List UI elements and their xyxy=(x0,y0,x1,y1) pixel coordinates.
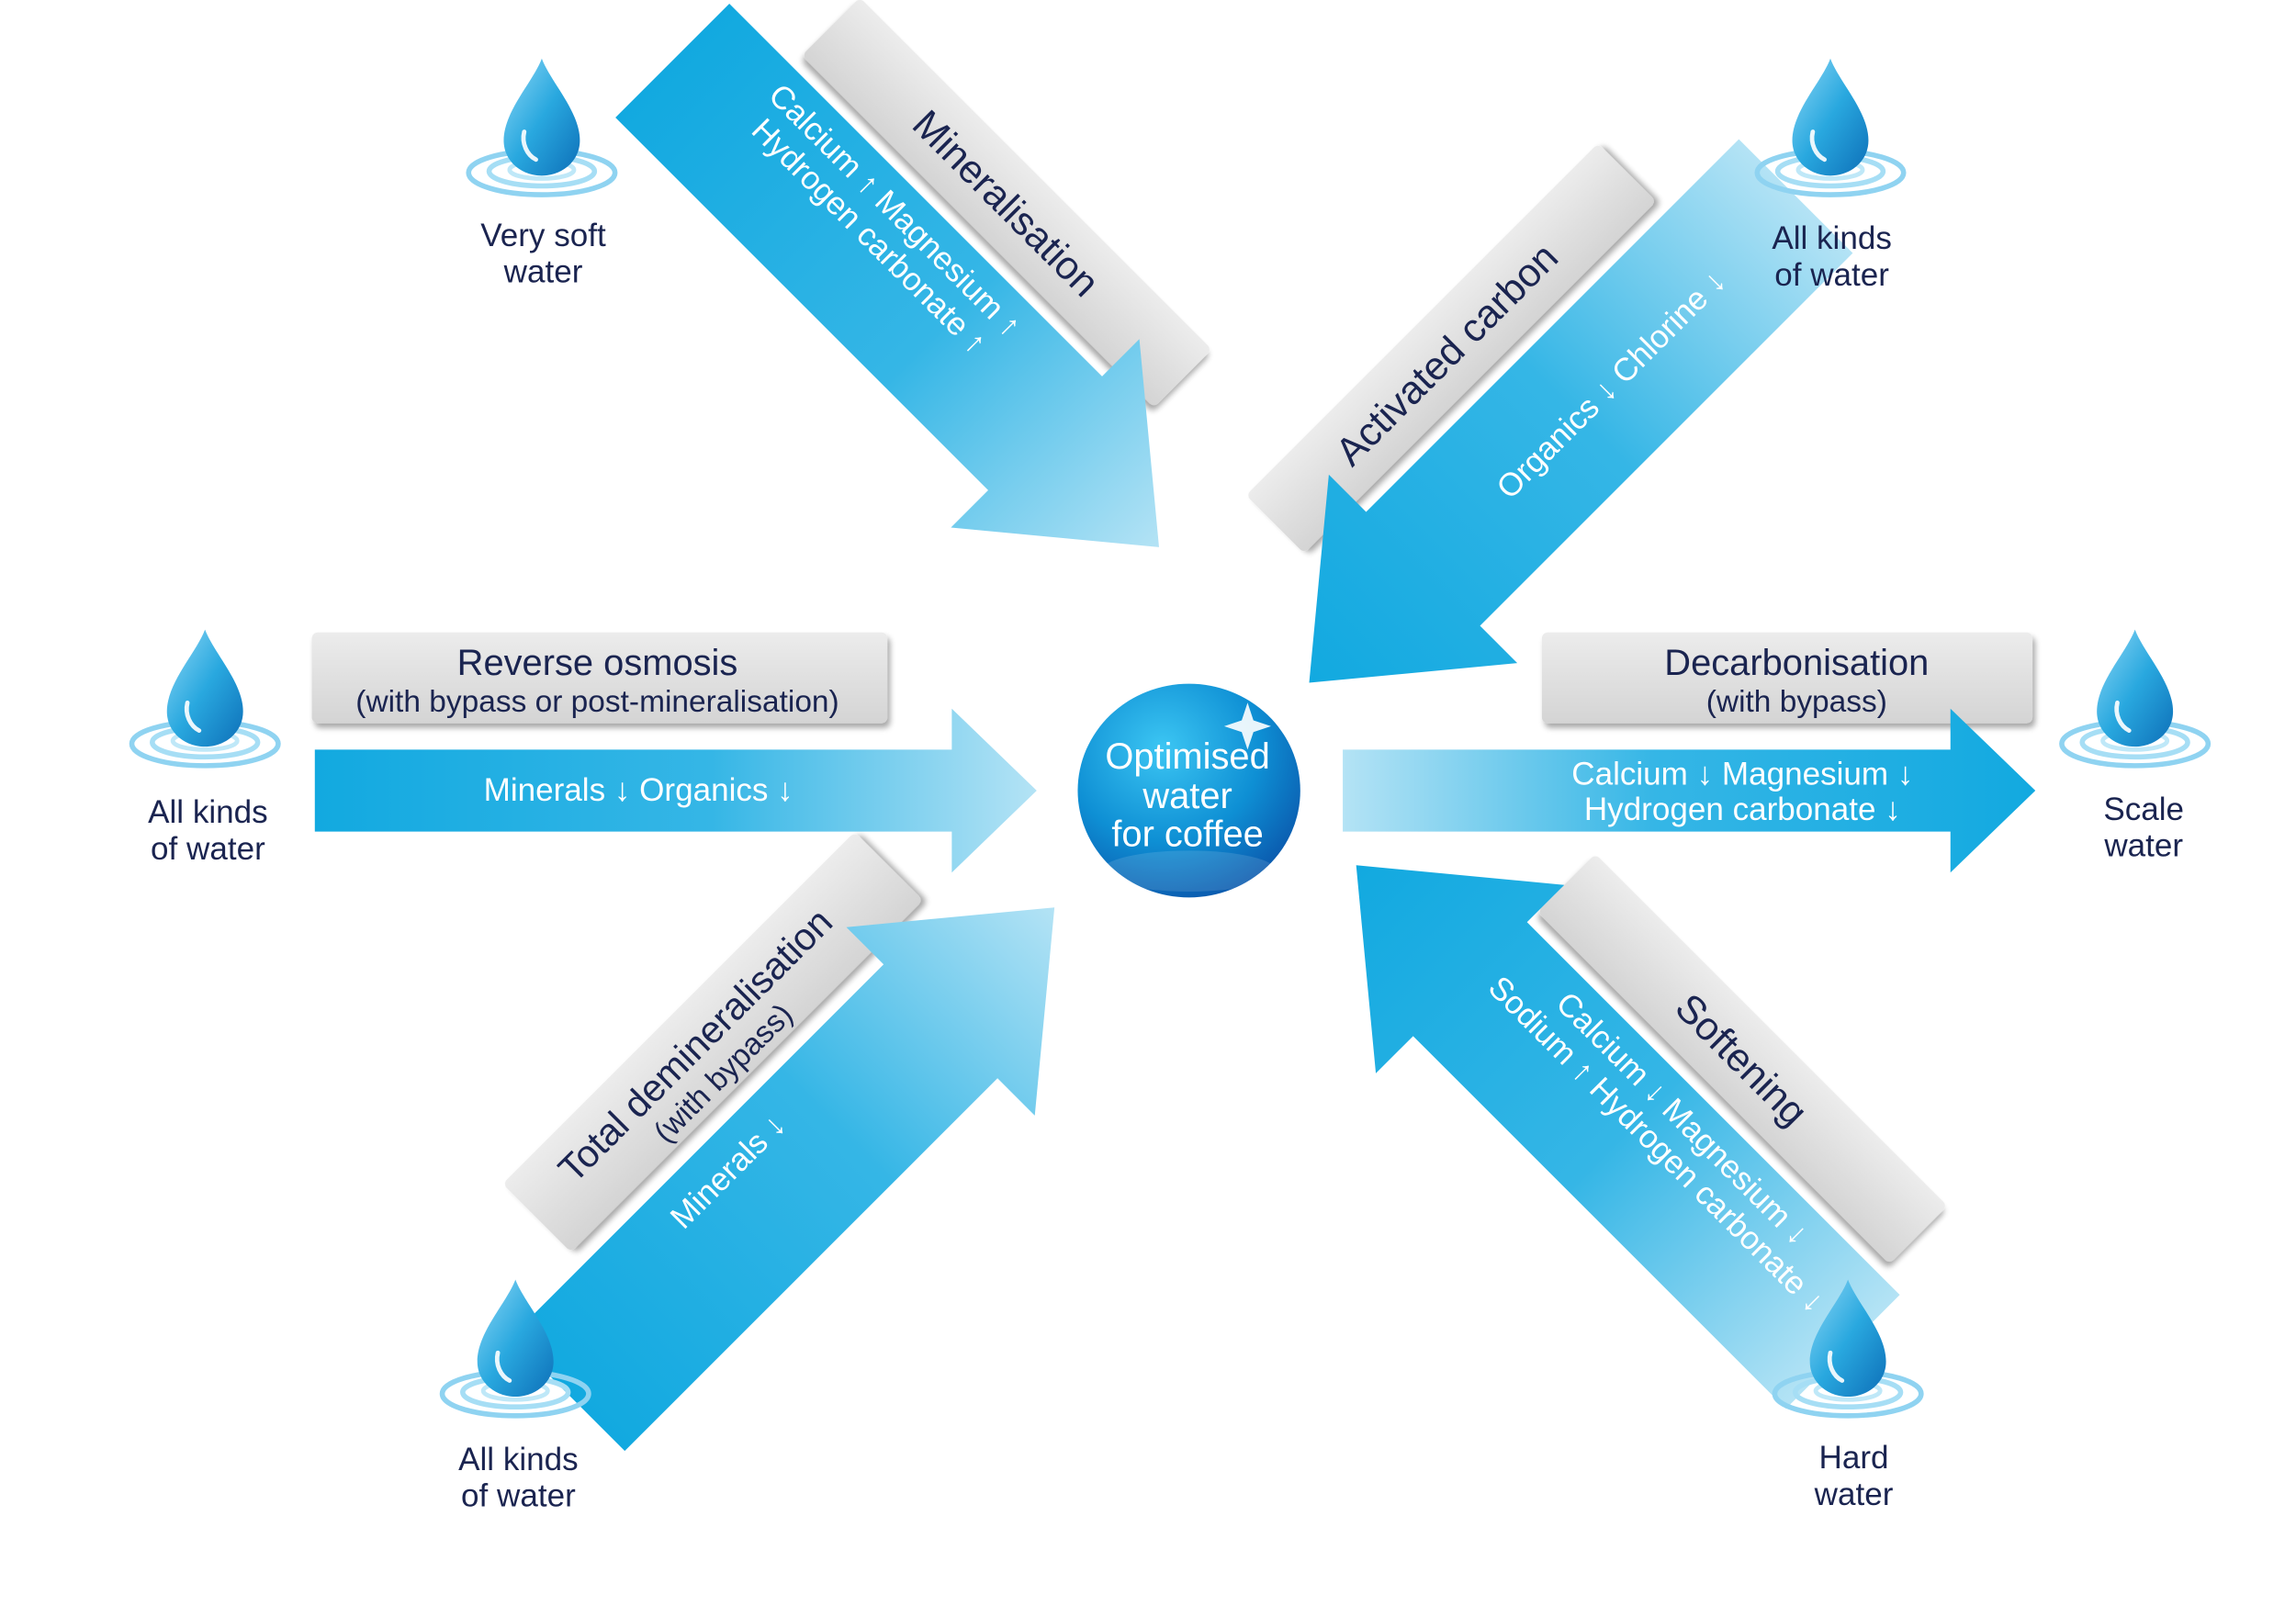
total-demineralisation-source-line1: All kinds xyxy=(458,1442,579,1477)
center-line1: Optimised xyxy=(1105,736,1269,777)
decarbonisation-source: Scale water xyxy=(2062,630,2208,864)
activated-carbon-label-box xyxy=(1248,145,1654,551)
center-line3: for coffee xyxy=(1111,814,1263,855)
decarbonisation-subtitle: (with bypass) xyxy=(1706,685,1887,719)
decarbonisation-effect-line1: Calcium ↓ Magnesium ↓ xyxy=(1571,757,1913,792)
reverse-osmosis-label-box xyxy=(311,632,888,724)
total-demineralisation-arrow xyxy=(511,907,1055,1452)
reverse-osmosis-process: Reverse osmosis (with bypass or post-min… xyxy=(311,632,1037,873)
optimised-water-sphere: Optimised water for coffee xyxy=(1077,683,1300,898)
water-drop-icon xyxy=(2062,630,2208,766)
softening-arrow xyxy=(1356,865,1900,1409)
reverse-osmosis-source-line2: of water xyxy=(151,831,265,867)
decarbonisation-label-box xyxy=(1541,632,2033,724)
total-demineralisation-label-box xyxy=(504,834,921,1251)
decarbonisation-source-line2: water xyxy=(2103,828,2183,864)
softening-label-box xyxy=(1539,856,1945,1262)
mineralisation-process: Mineralisation Calcium ↑ Magnesium ↑ Hyd… xyxy=(615,0,1210,547)
mineralisation-source: Very soft water xyxy=(468,59,614,290)
total-demineralisation-source-line2: of water xyxy=(461,1478,576,1514)
mineralisation-source-line1: Very soft xyxy=(480,218,606,253)
decarbonisation-source-line1: Scale xyxy=(2103,792,2184,827)
reverse-osmosis-source: All kinds of water xyxy=(131,630,277,867)
reverse-osmosis-title: Reverse osmosis xyxy=(457,643,738,683)
softening-source-line2: water xyxy=(1814,1477,1894,1512)
reverse-osmosis-source-line1: All kinds xyxy=(148,794,268,830)
water-drop-icon xyxy=(1757,59,1903,195)
activated-carbon-arrow xyxy=(1309,139,1853,683)
softening-source-line1: Hard xyxy=(1819,1440,1889,1476)
mineralisation-label-box xyxy=(804,0,1210,406)
center-line2: water xyxy=(1142,776,1232,816)
water-drop-icon xyxy=(468,59,614,195)
activated-carbon-source-line1: All kinds xyxy=(1772,220,1892,256)
water-drop-icon xyxy=(131,630,277,766)
activated-carbon-source-line2: of water xyxy=(1774,257,1889,293)
total-demineralisation-source: All kinds of water xyxy=(443,1280,589,1514)
reverse-osmosis-effect-line1: Minerals ↓ Organics ↓ xyxy=(484,772,793,808)
decarbonisation-effect-line2: Hydrogen carbonate ↓ xyxy=(1584,792,1901,827)
decarbonisation-title: Decarbonisation xyxy=(1664,643,1929,683)
mineralisation-arrow xyxy=(615,4,1160,547)
activated-carbon-source: All kinds of water xyxy=(1757,59,1903,293)
reverse-osmosis-subtitle: (with bypass or post-mineralisation) xyxy=(355,685,838,719)
mineralisation-source-line2: water xyxy=(503,254,583,290)
softening-source: Hard water xyxy=(1774,1280,1920,1512)
